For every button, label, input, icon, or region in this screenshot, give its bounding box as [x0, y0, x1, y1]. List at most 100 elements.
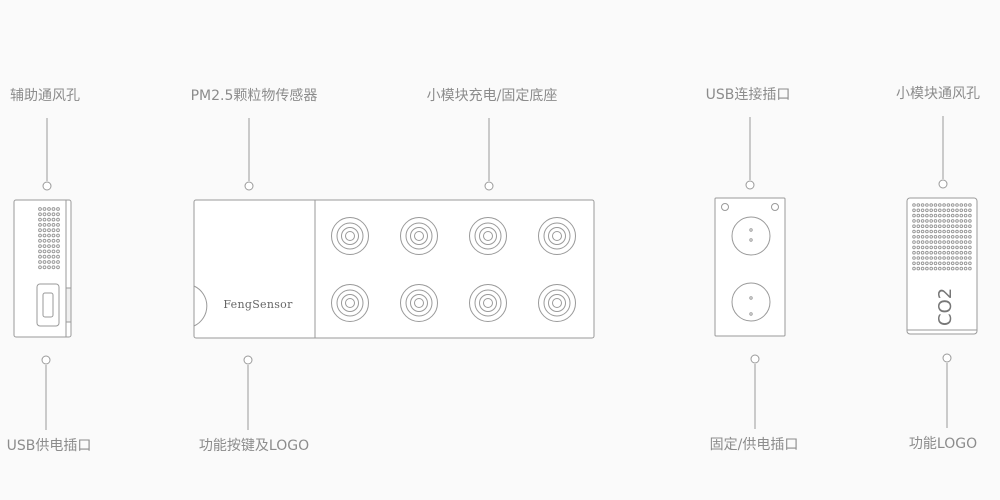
co2-vent-hole [916, 256, 921, 260]
co2-vent-hole [920, 240, 925, 244]
co2-vent-hole [955, 224, 959, 228]
co2-vent-hole [955, 256, 959, 260]
side-vent-hole [47, 254, 51, 259]
label-function-logo: 功能LOGO [908, 436, 978, 452]
co2-vent-hole [916, 213, 921, 218]
side-vent-hole [47, 265, 51, 270]
co2-vent-hole [950, 261, 955, 266]
dock-ring-middle [543, 222, 571, 250]
co2-vent-hole [929, 208, 934, 213]
side-vent-hole [51, 217, 56, 222]
dock-ring-middle [474, 289, 502, 317]
side-vent-hole [56, 212, 60, 217]
label-usb-power: USB供电插口 [6, 438, 92, 454]
side-vent-hole [42, 233, 47, 238]
dock-ring-inner [479, 294, 497, 312]
side-vent-hole [38, 249, 42, 254]
side-vent-hole [38, 260, 42, 264]
co2-vent-hole [912, 256, 916, 260]
co2-vent-hole [925, 266, 929, 271]
co2-vent-hole [942, 261, 946, 266]
side-vent-hole [38, 223, 42, 227]
co2-vent-hole [916, 250, 921, 255]
side-module-clip [65, 287, 72, 323]
co2-vent-hole [925, 250, 929, 255]
side-vent-hole [38, 228, 42, 233]
side-vent-hole [51, 228, 56, 233]
usb-port-bottom-dot-1 [749, 296, 753, 300]
leader-dot-dock [484, 181, 494, 191]
co2-vent-hole [955, 240, 959, 244]
co2-vent-hole [938, 235, 942, 239]
side-vent-hole [38, 233, 42, 238]
side-vent-hole [56, 249, 60, 254]
co2-vent-hole [963, 250, 968, 255]
usb-port-bottom-dot-2 [749, 312, 753, 316]
dock-ring-core [345, 298, 355, 308]
dock-ring-inner [410, 294, 428, 312]
co2-vent-hole [963, 240, 968, 244]
co2-vent-hole [912, 203, 916, 207]
side-vent-hole [38, 207, 42, 211]
co2-vent-hole [968, 213, 972, 218]
co2-vent-hole [950, 266, 955, 271]
side-vent-hole [56, 244, 60, 249]
co2-vent-hole [916, 235, 921, 239]
co2-vent-hole [950, 213, 955, 218]
co2-vent-hole [950, 219, 955, 223]
co2-vent-hole [959, 219, 964, 223]
co2-vent-hole [938, 229, 942, 234]
co2-vent-hole [933, 261, 938, 266]
dock-ring-middle [405, 289, 433, 317]
side-vent-hole [38, 244, 42, 249]
co2-vent-hole [933, 256, 938, 260]
co2-vent-hole [963, 256, 968, 260]
co2-vent-hole [912, 266, 916, 271]
co2-vent-hole [933, 235, 938, 239]
co2-vent-hole [968, 256, 972, 260]
co2-vent-hole [929, 224, 934, 228]
side-vent-hole [42, 244, 47, 249]
co2-vent-hole [963, 245, 968, 250]
co2-vent-hole [929, 266, 934, 271]
co2-vent-hole [929, 213, 934, 218]
co2-vent-hole [968, 235, 972, 239]
co2-vent-hole [942, 245, 946, 250]
co2-vent-hole [968, 208, 972, 213]
co2-vent-hole [925, 261, 929, 266]
co2-vent-hole [968, 229, 972, 234]
co2-vent-hole [925, 219, 929, 223]
co2-vent-hole [938, 219, 942, 223]
dock-ring-core [483, 231, 493, 241]
dock-ring-outer [400, 217, 438, 255]
usb-port-top-dot-2 [749, 238, 753, 242]
dock-ring-inner [341, 294, 359, 312]
side-vent-hole [51, 212, 56, 217]
leader-dot-pm25 [244, 181, 254, 191]
side-vent-hole [51, 260, 56, 264]
co2-vent-hole [942, 235, 946, 239]
dock-ring-middle [336, 222, 364, 250]
co2-vent-hole [946, 235, 951, 239]
co2-vent-hole [916, 261, 921, 266]
co2-vent-hole [929, 261, 934, 266]
co2-vent-hole [920, 245, 925, 250]
leader-dot-module-vent [938, 179, 948, 189]
co2-vent-hole [916, 245, 921, 250]
dock-ring-grid [331, 217, 576, 322]
co2-vent-hole [912, 240, 916, 244]
dock-ring-outer [331, 217, 369, 255]
co2-vent-hole [929, 203, 934, 207]
co2-vent-hole [912, 250, 916, 255]
co2-vent-hole [963, 266, 968, 271]
side-vent-hole [51, 223, 56, 227]
side-vent-hole [38, 212, 42, 217]
side-vent-hole [47, 223, 51, 227]
co2-vent-hole [920, 250, 925, 255]
co2-vent-hole [963, 208, 968, 213]
label-pm25-sensor: PM2.5颗粒物传感器 [190, 88, 318, 104]
side-vent-hole [38, 254, 42, 259]
co2-vent-hole [912, 224, 916, 228]
side-vent-hole [56, 265, 60, 270]
co2-vent-hole [942, 213, 946, 218]
